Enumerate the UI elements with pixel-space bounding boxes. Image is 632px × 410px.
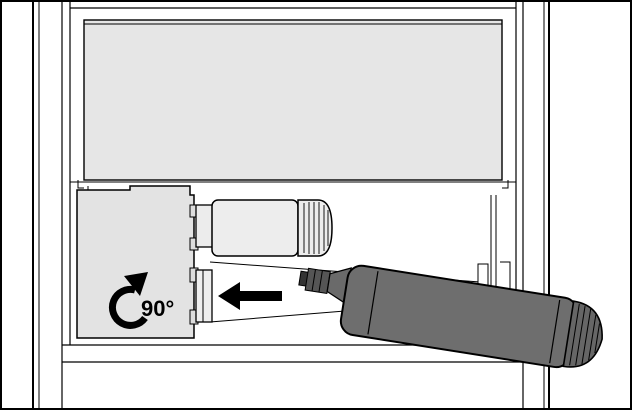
new-filter-cartridge xyxy=(298,264,603,369)
arrow-left-icon xyxy=(218,282,282,310)
filter-housing xyxy=(76,185,199,339)
installed-filter-cartridge xyxy=(195,199,333,257)
filter-socket xyxy=(195,269,213,323)
rotate-clockwise-icon xyxy=(108,272,148,329)
upper-panel xyxy=(70,19,516,189)
rotation-angle-label: 90° xyxy=(141,296,174,321)
